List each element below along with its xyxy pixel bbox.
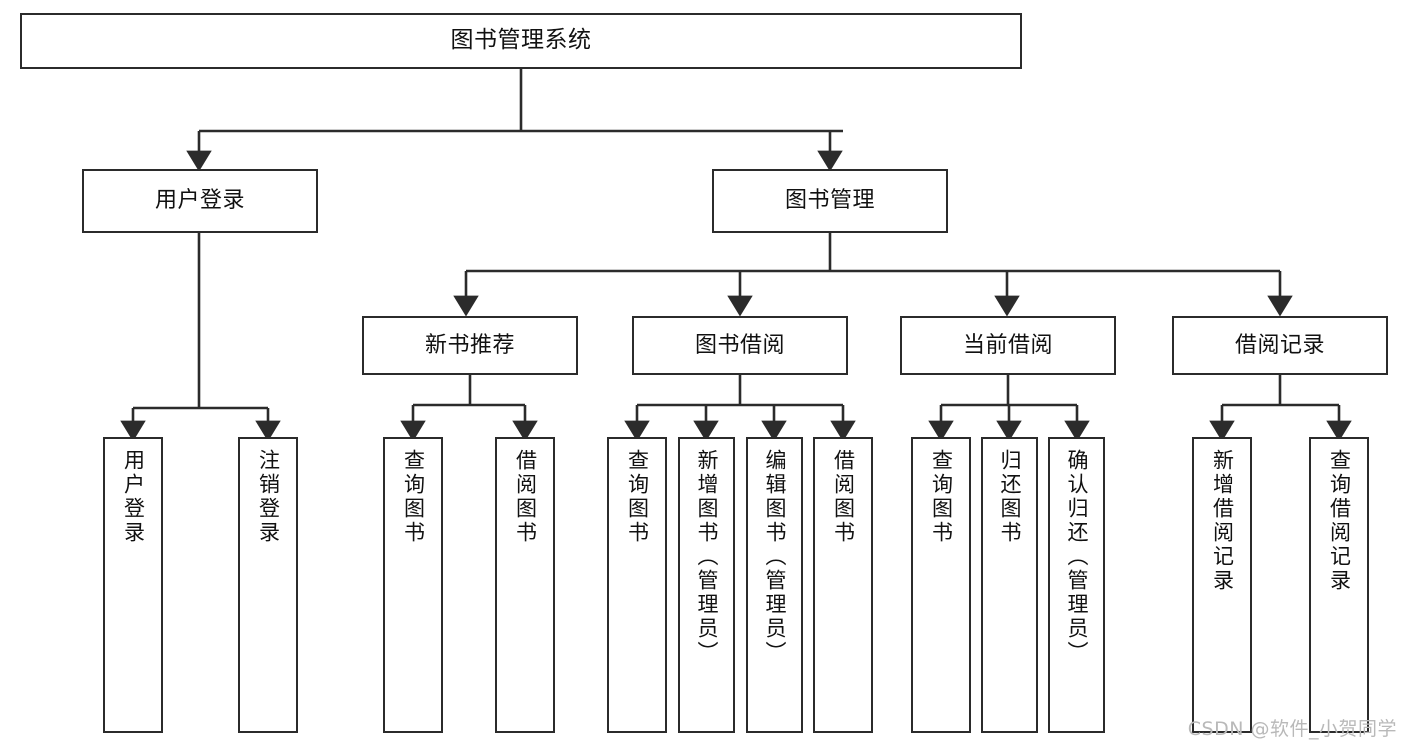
node-book-borrow-label: 图书借阅 xyxy=(694,332,785,358)
node-leaf-query-record[interactable]: 查询借阅记录 xyxy=(1309,437,1369,733)
node-leaf-edit-book[interactable]: 编辑图书（管理员） xyxy=(746,437,803,733)
node-leaf-borrow-book-2[interactable]: 借阅图书 xyxy=(813,437,873,733)
node-leaf-logout[interactable]: 注销登录 xyxy=(238,437,298,733)
node-leaf-edit-book-label: 编辑图书（管理员） xyxy=(763,449,787,665)
node-leaf-borrow-book-1[interactable]: 借阅图书 xyxy=(495,437,555,733)
node-leaf-logout-label: 注销登录 xyxy=(256,449,281,545)
node-leaf-query-book-2[interactable]: 查询图书 xyxy=(607,437,667,733)
node-root[interactable]: 图书管理系统 xyxy=(20,13,1022,69)
node-leaf-return-book[interactable]: 归还图书 xyxy=(981,437,1038,733)
node-leaf-confirm-return[interactable]: 确认归还（管理员） xyxy=(1048,437,1105,733)
node-leaf-borrow-book-1-label: 借阅图书 xyxy=(513,449,538,545)
node-leaf-query-book-3-label: 查询图书 xyxy=(929,449,954,545)
node-leaf-add-record-label: 新增借阅记录 xyxy=(1210,449,1235,593)
csdn-watermark: CSDN @软件_小贺同学 xyxy=(1187,718,1397,740)
node-new-book-rec-label: 新书推荐 xyxy=(424,332,515,358)
node-leaf-user-login-label: 用户登录 xyxy=(121,449,146,545)
node-leaf-query-book-1[interactable]: 查询图书 xyxy=(383,437,443,733)
node-leaf-confirm-return-label: 确认归还（管理员） xyxy=(1065,449,1089,665)
node-current-borrow[interactable]: 当前借阅 xyxy=(900,316,1116,375)
node-user-login-label: 用户登录 xyxy=(154,188,245,214)
node-leaf-query-book-2-label: 查询图书 xyxy=(625,449,650,545)
node-book-manage[interactable]: 图书管理 xyxy=(712,169,948,233)
node-user-login[interactable]: 用户登录 xyxy=(82,169,318,233)
node-leaf-user-login[interactable]: 用户登录 xyxy=(103,437,163,733)
node-leaf-add-book-label: 新增图书（管理员） xyxy=(695,449,719,665)
node-current-borrow-label: 当前借阅 xyxy=(962,332,1053,358)
node-root-label: 图书管理系统 xyxy=(450,27,592,54)
node-book-borrow[interactable]: 图书借阅 xyxy=(632,316,848,375)
node-leaf-query-record-label: 查询借阅记录 xyxy=(1327,449,1352,593)
node-leaf-add-book[interactable]: 新增图书（管理员） xyxy=(678,437,735,733)
node-new-book-rec[interactable]: 新书推荐 xyxy=(362,316,578,375)
node-borrow-record[interactable]: 借阅记录 xyxy=(1172,316,1388,375)
node-leaf-query-book-3[interactable]: 查询图书 xyxy=(911,437,971,733)
node-leaf-query-book-1-label: 查询图书 xyxy=(401,449,426,545)
node-book-manage-label: 图书管理 xyxy=(784,188,875,214)
node-leaf-return-book-label: 归还图书 xyxy=(998,449,1022,545)
node-leaf-add-record[interactable]: 新增借阅记录 xyxy=(1192,437,1252,733)
node-leaf-borrow-book-2-label: 借阅图书 xyxy=(831,449,856,545)
node-borrow-record-label: 借阅记录 xyxy=(1234,332,1325,358)
